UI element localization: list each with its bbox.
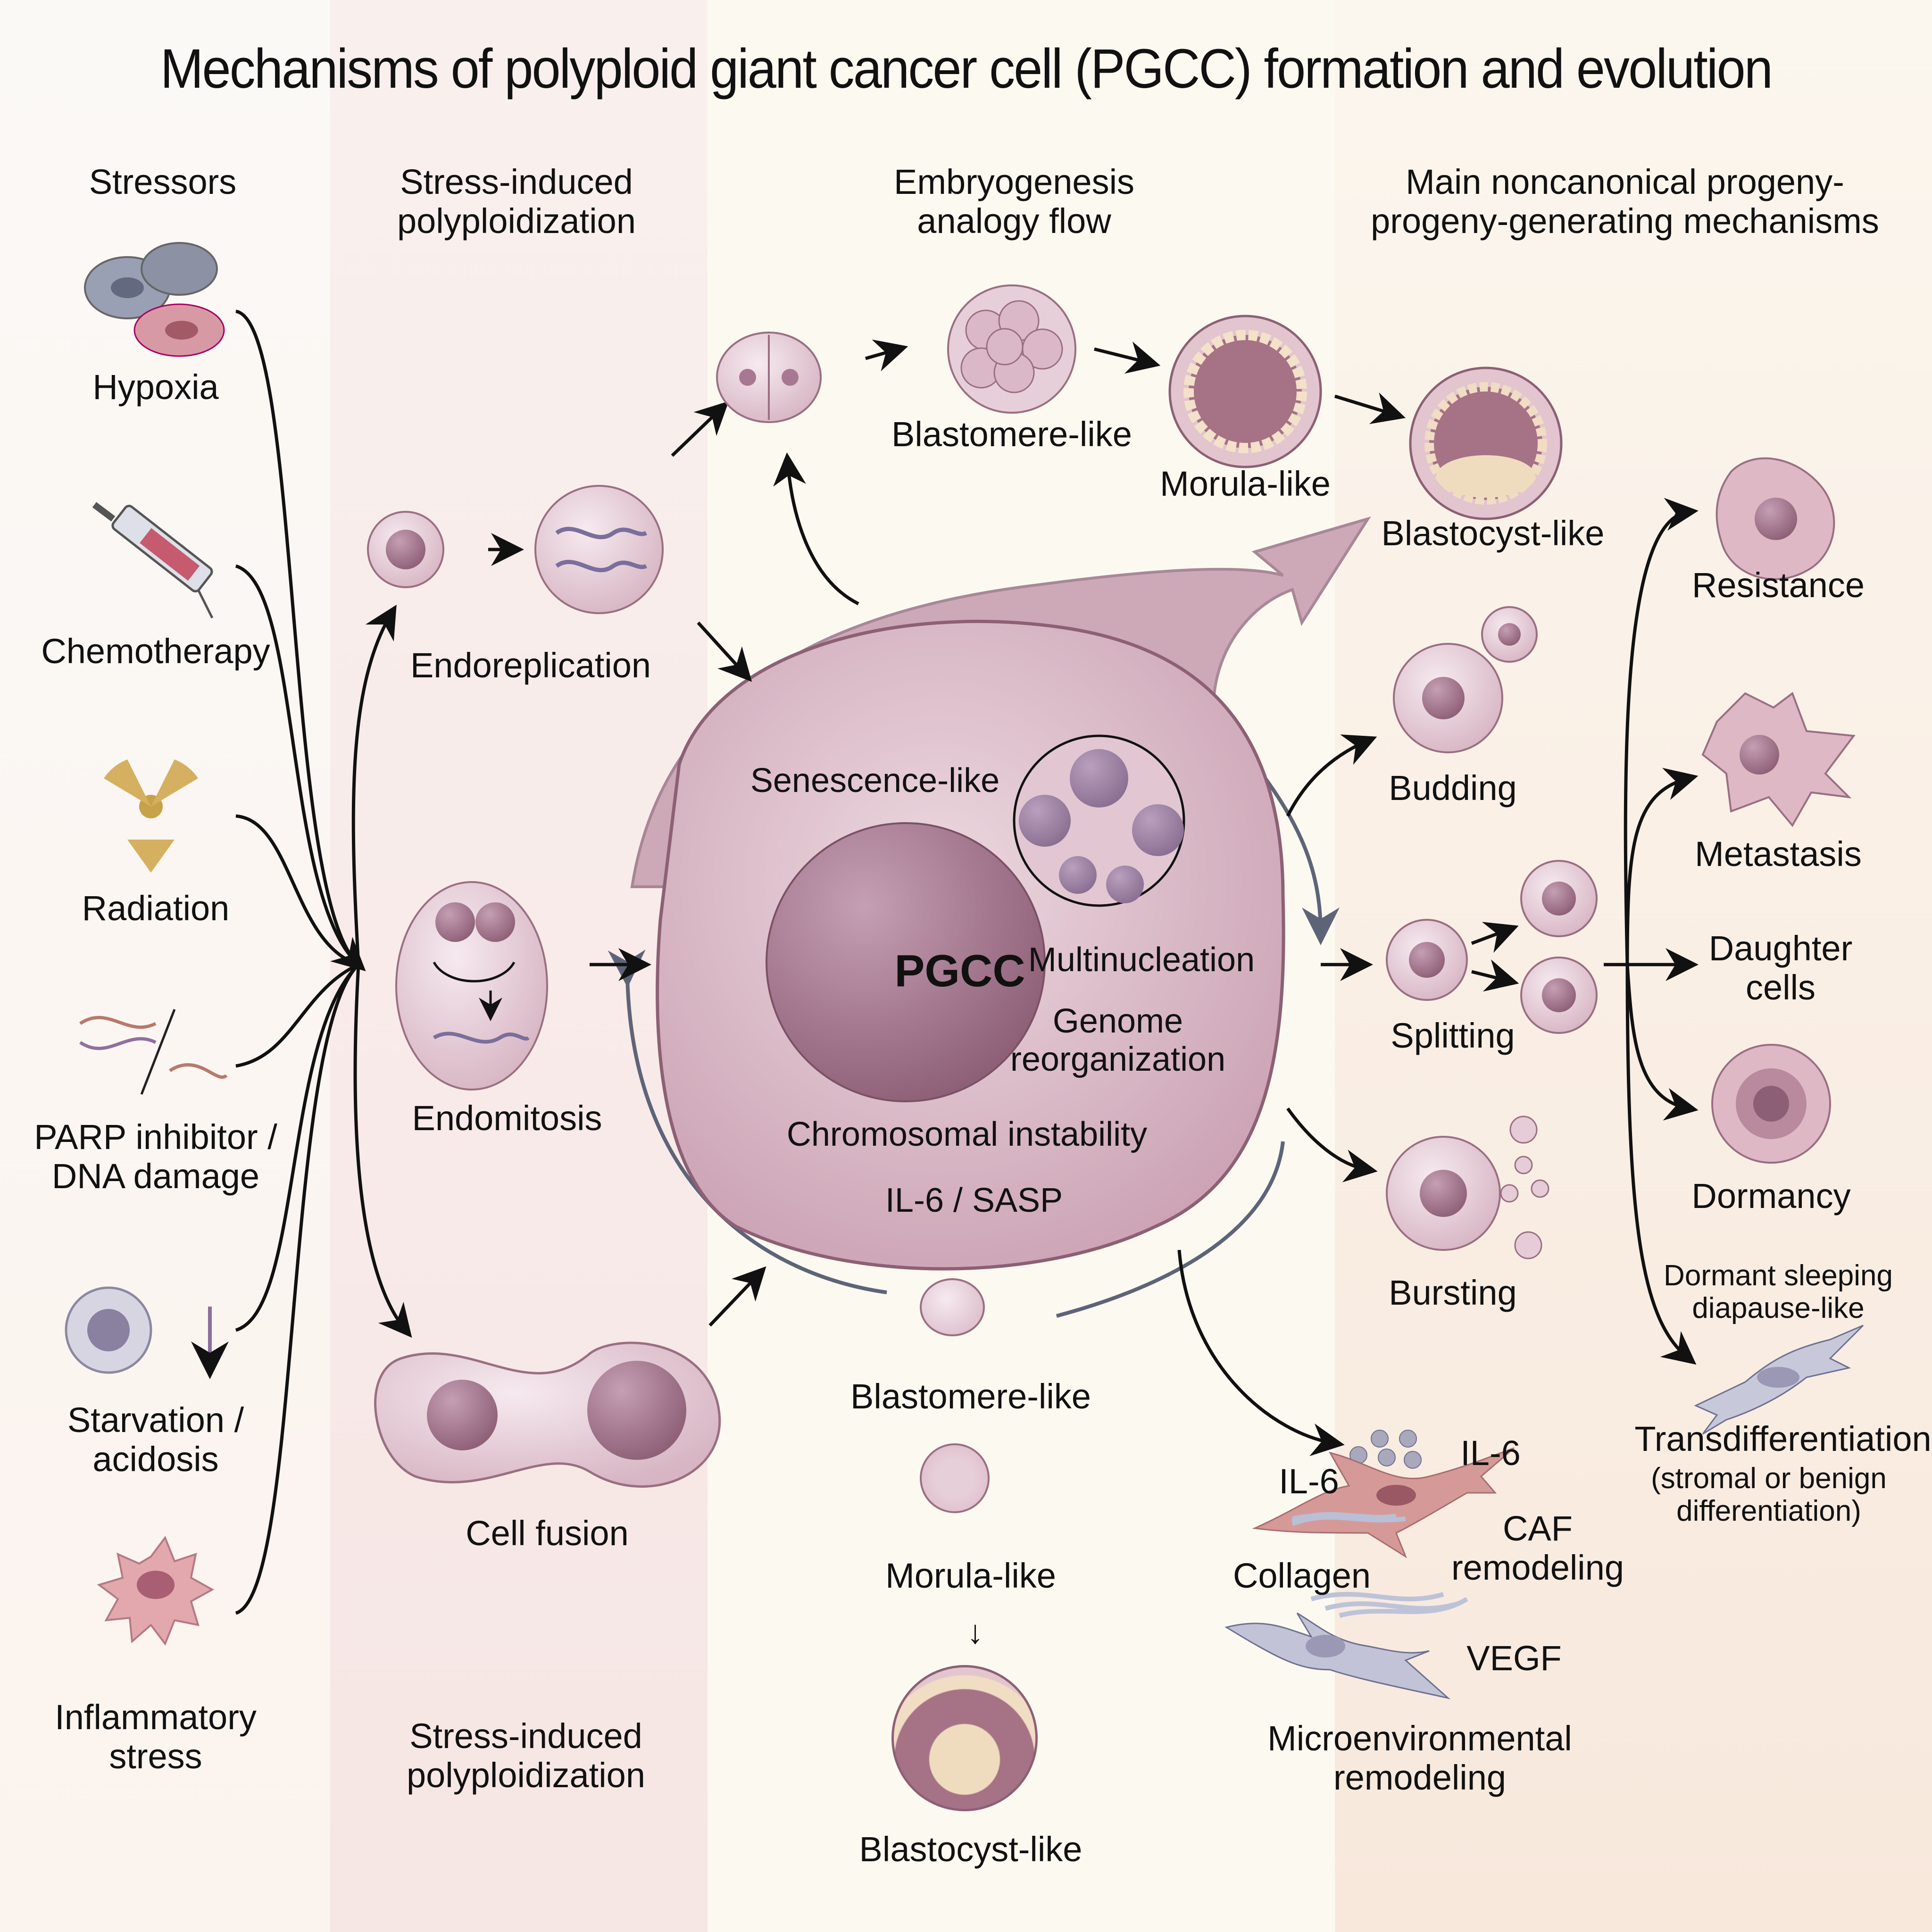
endoreplication-cell — [534, 485, 664, 614]
label-morula-top: Morula-like — [1160, 464, 1331, 503]
diploid-cell — [367, 511, 444, 588]
morula-top-icon — [1168, 315, 1322, 468]
pgcc-label: PGCC — [894, 946, 1025, 996]
radiation-icon — [104, 759, 198, 873]
hypoxia-cells-icon — [84, 242, 225, 357]
syringe-icon — [92, 502, 214, 619]
label-blastocyst-top: Blastocyst-like — [1381, 514, 1605, 553]
multinucleation-inset — [1013, 734, 1185, 907]
starving-cell-icon — [65, 1286, 229, 1379]
caf-fibroblast — [1252, 1447, 1515, 1558]
splitting-cells — [1386, 860, 1598, 1034]
morula-bottom-icon — [920, 1443, 990, 1513]
cell-fusion-cells — [374, 1341, 721, 1488]
label-splitting: Splitting — [1391, 1016, 1515, 1055]
label-cell-fusion: Cell fusion — [466, 1514, 629, 1553]
collagen-fibers-lower — [1291, 1512, 1397, 1526]
pgcc-nucleus — [766, 822, 1046, 1102]
progeny-arrows — [1177, 498, 1699, 1457]
stressor-label-radiation: Radiation — [82, 889, 230, 928]
label-il6-left: IL-6 — [1279, 1462, 1339, 1501]
label-blastomere-bottom: Blastomere-like — [850, 1377, 1091, 1416]
header-stressors: Stressors — [89, 162, 237, 201]
label-dormancy: Dormancy — [1691, 1176, 1851, 1216]
stressor-label-chemotherapy: Chemotherapy — [41, 632, 270, 671]
label-endomitosis: Endomitosis — [412, 1099, 602, 1138]
label-blastomere-top: Blastomere-like — [891, 415, 1132, 454]
stressor-label-hypoxia: Hypoxia — [92, 367, 219, 407]
dormancy-cell — [1711, 1044, 1831, 1164]
label-il6-right: IL-6 — [1460, 1433, 1521, 1473]
endomitosis-cell — [395, 881, 548, 1091]
blastocyst-top-icon — [1409, 366, 1563, 520]
stressor-converging-arrows — [235, 309, 366, 1615]
label-vegf: VEGF — [1466, 1639, 1562, 1678]
label-budding: Budding — [1389, 768, 1517, 808]
cytokine-dots — [1349, 1430, 1422, 1469]
page-title: Mechanisms of polyploid giant cancer cel… — [160, 38, 1773, 100]
label-morula-bottom: Morula-like — [885, 1556, 1056, 1595]
label-blastocyst-bottom: Blastocyst-like — [859, 1830, 1083, 1869]
ring-arrow-right — [1253, 763, 1340, 945]
label-bursting: Bursting — [1389, 1273, 1517, 1312]
header-progeny: Main noncanonical progeny-progeny-genera… — [1371, 162, 1879, 241]
label-il6-sasp: IL-6 / SASP — [885, 1182, 1063, 1219]
two-cell-embryo — [716, 332, 822, 423]
blastomere-top-icon — [947, 284, 1076, 414]
budding-cell — [1393, 606, 1538, 753]
label-chromosomal-instability: Chromosomal instability — [786, 1116, 1148, 1153]
collagen-strands — [1310, 1592, 1468, 1618]
stressor-label-parp: PARP inhibitor /DNA damage — [34, 1117, 277, 1196]
inflamed-cell-icon — [97, 1535, 215, 1646]
resistance-cell — [1715, 457, 1835, 580]
transdifferentiation-cell — [1694, 1324, 1864, 1435]
bursting-cell — [1386, 1116, 1549, 1259]
stressor-label-starvation: Starvation /acidosis — [67, 1400, 244, 1479]
blastomere-bottom-icon — [920, 1278, 985, 1336]
label-collagen: Collagen — [1232, 1556, 1371, 1595]
vegf-endothelial-cell — [1224, 1612, 1451, 1699]
label-multinucleation: Multinucleation — [1028, 941, 1255, 979]
ring-arrow-bottom — [1056, 1141, 1285, 1318]
pgcc-cell — [656, 620, 1285, 1271]
polyploidization-arrows — [351, 401, 859, 1338]
broken-dna-icon — [79, 1009, 228, 1095]
label-transdifferentiation: Transdifferentiation — [1634, 1419, 1932, 1458]
blastocyst-bottom-icon — [891, 1665, 1038, 1811]
morula-to-blastocyst-arrow: ↓ — [967, 1614, 983, 1650]
label-resistance: Resistance — [1691, 566, 1865, 605]
metastasis-cell — [1701, 691, 1856, 827]
label-endoreplication: Endoreplication — [410, 646, 651, 685]
label-metastasis: Metastasis — [1695, 834, 1862, 874]
label-senescence: Senescence-like — [750, 762, 1000, 799]
